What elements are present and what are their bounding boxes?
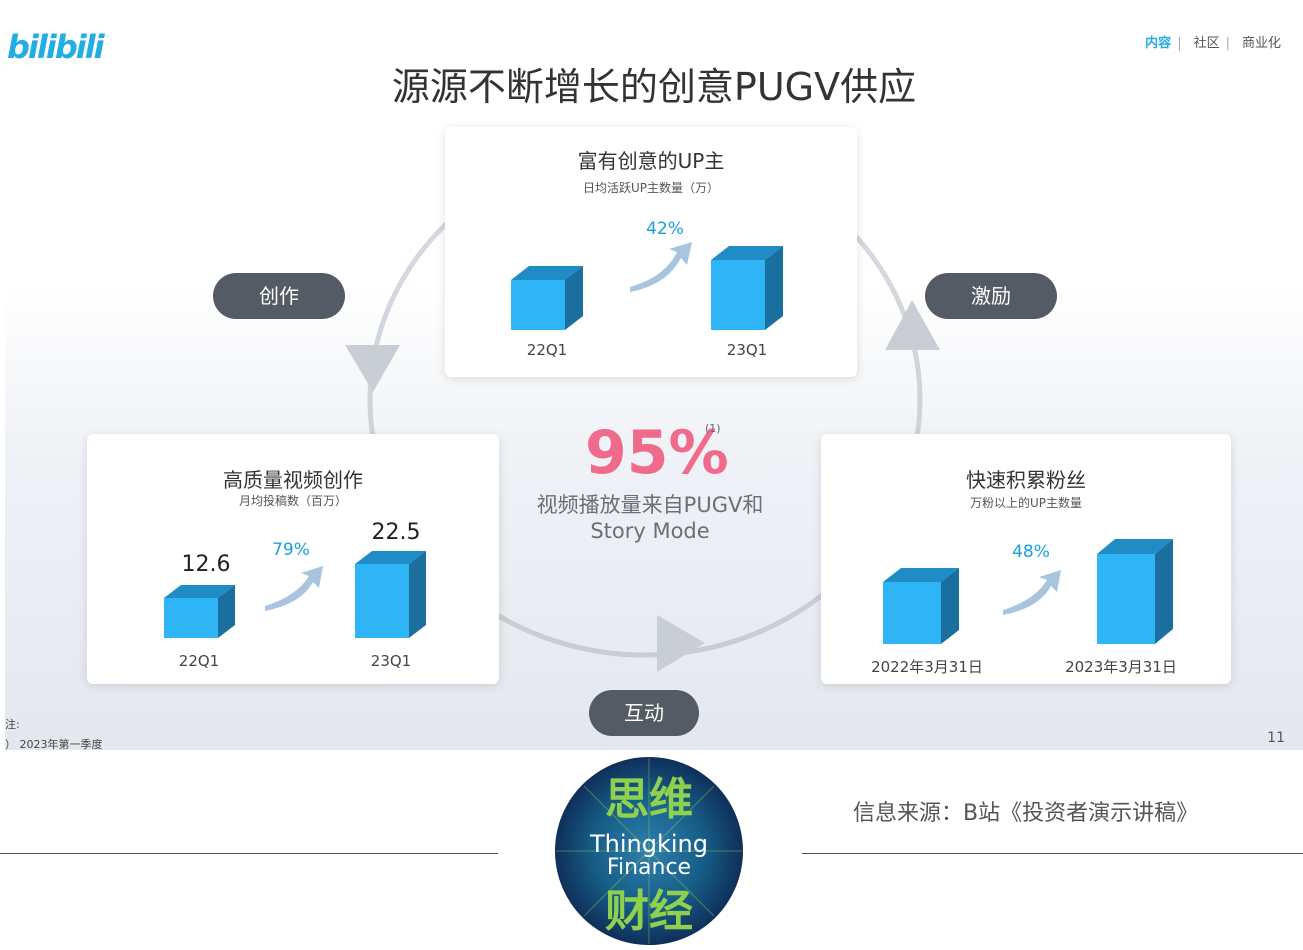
card-subtitle: 月均投稿数（百万） — [238, 494, 347, 508]
growth-arrow — [1003, 570, 1061, 615]
cycle-label-interact: 互动 — [589, 690, 699, 736]
footnote-1: ） 2023年第一季度 — [5, 738, 103, 750]
bar-2022 — [883, 568, 959, 644]
card-title: 富有创意的UP主 — [577, 149, 725, 173]
page-number: 11 — [1267, 730, 1285, 746]
slide: bilibili 内容|社区|商业化 源源不断增长的创意PUGV供应 创作 激励… — [5, 0, 1303, 750]
growth-arrow — [630, 242, 692, 292]
card-title: 高质量视频创作 — [223, 468, 363, 492]
card-title: 快速积累粉丝 — [966, 468, 1086, 492]
footnote-marker: (1) — [705, 422, 721, 435]
bar-23q1 — [355, 551, 426, 638]
nav-item-content[interactable]: 内容 — [1145, 36, 1172, 51]
card-subtitle: 万粉以上的UP主数量 — [969, 496, 1083, 510]
card-creators: 富有创意的UP主 日均活跃UP主数量（万） 42% 22Q1 23Q1 — [445, 127, 857, 377]
growth-label: 79% — [272, 540, 310, 560]
growth-label: 42% — [646, 219, 684, 239]
footnote-label: 注: — [5, 718, 20, 731]
growth-label: 48% — [1012, 542, 1050, 562]
thinking-finance-emblem: 思维 Thingking Finance 财经 — [555, 757, 743, 945]
source-text: 信息来源：B站《投资者演示讲稿》 — [853, 801, 1199, 826]
nav-item-community[interactable]: 社区 — [1193, 36, 1220, 51]
pugv-share-value: 95% — [585, 418, 729, 488]
value-label: 22.5 — [371, 520, 421, 545]
emblem-cn-bottom: 财经 — [605, 886, 693, 937]
emblem-cn-top: 思维 — [605, 774, 693, 825]
x-label: 23Q1 — [370, 652, 412, 670]
emblem-en-1: Thingking — [589, 830, 708, 858]
cycle-arrow-bottom — [657, 615, 705, 672]
x-label: 2022年3月31日 — [871, 658, 983, 676]
nav-item-commercial[interactable]: 商业化 — [1241, 36, 1281, 51]
x-label: 22Q1 — [526, 341, 568, 359]
card-fans: 快速积累粉丝 万粉以上的UP主数量 48% 2022年3月31日 2023年3月… — [821, 434, 1231, 684]
emblem-en-2: Finance — [607, 855, 691, 880]
cycle-label-reward: 激励 — [925, 273, 1057, 319]
top-nav: 内容|社区|商业化 — [1145, 36, 1281, 51]
card-videos: 高质量视频创作 月均投稿数（百万） 12.6 22.5 79% 22Q1 23Q… — [87, 434, 499, 684]
divider-left — [0, 853, 498, 854]
pugv-share-caption: 视频播放量来自PUGV和 Story Mode — [536, 493, 764, 543]
growth-arrow — [265, 566, 323, 611]
bar-2023 — [1097, 539, 1173, 644]
card-subtitle: 日均活跃UP主数量（万） — [582, 181, 720, 195]
cycle-arrow-right — [885, 300, 940, 350]
page-title: 源源不断增长的创意PUGV供应 — [391, 65, 917, 109]
cycle-label-create: 创作 — [213, 273, 345, 319]
x-label: 22Q1 — [178, 652, 220, 670]
bilibili-logo: bilibili — [7, 28, 105, 66]
bar-22q1 — [164, 585, 235, 638]
bar-23q1 — [711, 246, 783, 330]
bar-22q1 — [511, 266, 583, 330]
x-label: 2023年3月31日 — [1065, 658, 1177, 676]
x-label: 23Q1 — [726, 341, 768, 359]
divider-right — [802, 853, 1303, 854]
value-label: 12.6 — [181, 552, 231, 577]
cycle-arrow-left — [345, 345, 400, 392]
